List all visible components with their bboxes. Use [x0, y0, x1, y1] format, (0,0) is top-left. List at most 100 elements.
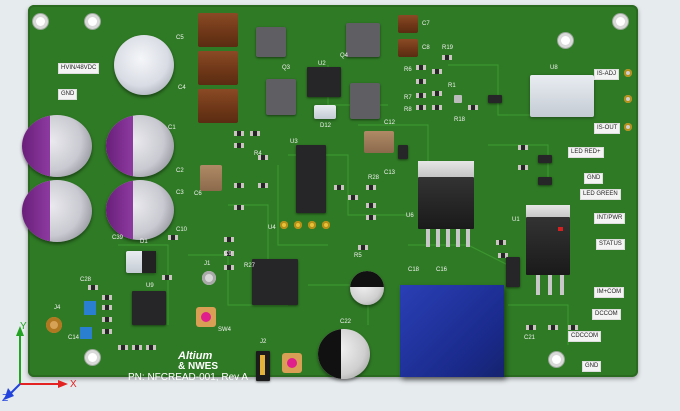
designator-c1: C1: [168, 125, 176, 131]
resistor: [168, 235, 178, 240]
designator-c2: C2: [176, 168, 184, 174]
silk-int-pwr: INT/PWR: [594, 213, 626, 224]
silk-gnd-top: GND: [58, 89, 78, 100]
resistor: [102, 329, 112, 334]
blue-component: [84, 301, 96, 315]
designator-r18: R18: [454, 117, 466, 123]
resistor: [548, 325, 558, 330]
resistor: [118, 345, 128, 350]
designator-c5: C5: [176, 35, 184, 41]
designator-c18: C18: [408, 267, 420, 273]
connector-j4: [46, 317, 62, 333]
led: [454, 95, 462, 103]
ic-u3: [296, 145, 326, 213]
axis-triad: [4, 326, 68, 400]
pad: [624, 69, 632, 77]
electrolytic-capacitor-c22: [318, 329, 370, 379]
resistor-r5: [416, 79, 426, 84]
silk-im-com: IM+COM: [594, 287, 625, 298]
designator-c39: C39: [112, 235, 124, 241]
electrolytic-capacitor-c11: [350, 271, 384, 305]
resistor: [132, 345, 142, 350]
silk-gnd-bottom: GND: [582, 361, 602, 372]
designator-u4: U4: [268, 225, 276, 231]
regulator-pin: [426, 229, 430, 247]
electrolytic-capacitor-c2: [106, 115, 174, 177]
resistor: [224, 237, 234, 242]
axis-z-label: Z: [2, 393, 9, 404]
capacitor-c12: [364, 131, 394, 153]
mounting-hole-bottom-right: [552, 355, 561, 364]
designator-r28: R28: [368, 175, 380, 181]
resistor: [234, 131, 244, 136]
logo-nwes: & NWES: [178, 361, 218, 372]
designator-r7: R7: [404, 95, 412, 101]
axis-y-label: Y: [20, 321, 27, 332]
silk-gnd-mid: GND: [584, 173, 604, 184]
resistor: [432, 69, 442, 74]
pad: [624, 95, 632, 103]
designator-c14: C14: [68, 335, 80, 341]
silk-led-green: LED GREEN: [580, 189, 621, 200]
axis-x-label: X: [70, 379, 77, 390]
silk-is-out: IS-OUT: [594, 123, 621, 134]
silk-hvin: HVIN/48VDC: [58, 63, 100, 74]
designator-c21: C21: [524, 335, 536, 341]
capacitor-c21: [526, 325, 536, 330]
designator-sw4: SW4: [218, 327, 232, 333]
designator-r8: R8: [404, 107, 412, 113]
resistor: [518, 165, 528, 170]
designator-r5: R5: [354, 253, 362, 259]
designator-j1: J1: [204, 261, 211, 267]
ceramic-capacitor-1: [198, 13, 238, 47]
power-inductor-q4: [350, 83, 380, 119]
regulator-pin: [536, 275, 540, 295]
ic-u2: [307, 67, 341, 97]
power-inductor-q2: [256, 27, 286, 57]
transistor: [488, 95, 502, 103]
switch-sw4[interactable]: [196, 307, 216, 327]
regulator-pin: [436, 229, 440, 247]
designator-c12: C12: [384, 120, 396, 126]
regulator-pin: [466, 229, 470, 247]
pad: [624, 123, 632, 131]
resistor: [496, 240, 506, 245]
designator-q4: Q4: [340, 53, 349, 59]
resistor: [432, 105, 442, 110]
designator-u1: U1: [512, 217, 520, 223]
connector-j1: [202, 271, 216, 285]
ti-logo-icon: [558, 227, 563, 231]
part-number: PN: NFCREAD-001, Rev A: [128, 372, 249, 383]
designator-c8: C8: [422, 45, 430, 51]
silk-led-red: LED RED+: [568, 147, 604, 158]
designator-c9: C9: [224, 251, 232, 257]
resistor-r7: [416, 93, 426, 98]
resistor-r6: [416, 65, 426, 70]
designator-j4: J4: [54, 305, 61, 311]
silk-status: STATUS: [596, 239, 625, 250]
designator-c13: C13: [384, 170, 396, 176]
designator-d1: D1: [140, 239, 148, 245]
switch[interactable]: [282, 353, 302, 373]
test-pad: [322, 221, 330, 229]
ceramic-capacitor-3: [198, 89, 238, 123]
blue-component: [80, 327, 92, 339]
power-inductor-q3: [266, 79, 296, 115]
resistor: [518, 145, 528, 150]
diode-d1-band: [142, 251, 156, 273]
designator-c28: C28: [80, 277, 92, 283]
resistor-r28: [366, 185, 376, 190]
designator-c7: C7: [422, 21, 430, 27]
resistor-r19-bottom: [568, 325, 578, 330]
designator-u2: U2: [318, 61, 326, 67]
axis-x-arrow-icon: [58, 380, 68, 388]
designator-c10: C10: [176, 227, 188, 233]
resistor: [224, 265, 234, 270]
mounting-hole-top-far-right: [616, 17, 625, 26]
designator-u3: U3: [290, 139, 298, 145]
resistor: [162, 275, 172, 280]
resistor: [234, 205, 244, 210]
designator-r1: R1: [448, 83, 456, 89]
regulator-pin: [446, 229, 450, 247]
